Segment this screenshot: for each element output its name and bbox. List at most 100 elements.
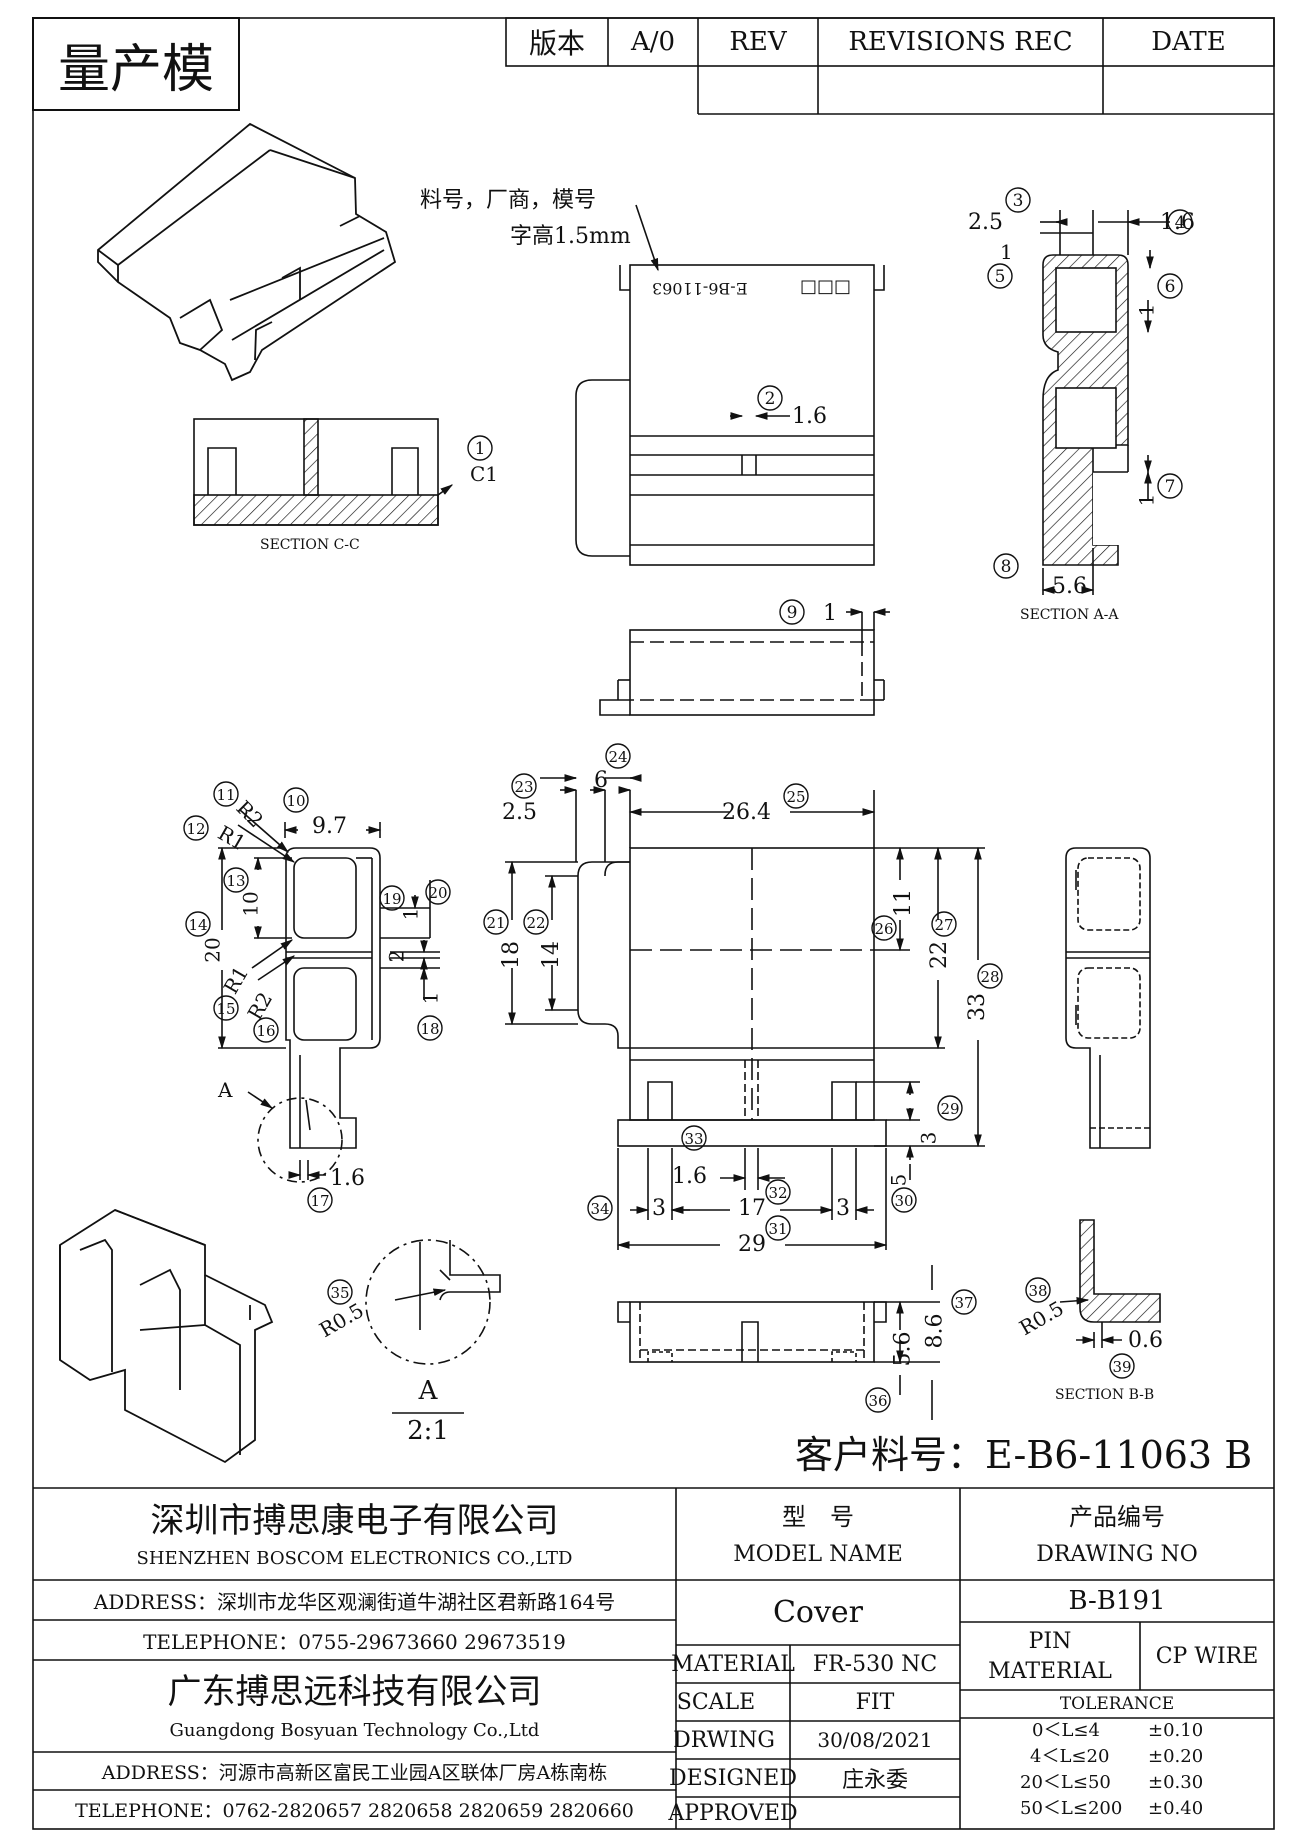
balloon-number: 23 bbox=[514, 778, 533, 796]
balloon-number: 1 bbox=[475, 439, 486, 459]
tolerance-range: 4＜L≤20 bbox=[1030, 1746, 1110, 1767]
balloon-circle bbox=[1157, 473, 1183, 499]
main-view bbox=[505, 774, 985, 1250]
stage-label: 量产模 bbox=[57, 39, 214, 100]
dim-main-18: 18 bbox=[499, 941, 524, 969]
balloon-circle bbox=[283, 787, 309, 813]
dim-main-3-right: 3 bbox=[916, 1131, 941, 1145]
dim-left-1-upper: 1 bbox=[398, 907, 423, 921]
company2-name-en: Guangdong Bosyuan Technology Co.,Ltd bbox=[169, 1719, 540, 1741]
balloon-number: 19 bbox=[382, 890, 401, 908]
pin-material-line1: PIN bbox=[1028, 1628, 1072, 1654]
dim-main-26-4: 26.4 bbox=[722, 800, 771, 825]
detail-scale: 2:1 bbox=[407, 1416, 449, 1446]
engraved-boxes: □□□ bbox=[800, 276, 852, 297]
dim-top-groove: 1.6 bbox=[792, 404, 827, 429]
top-view bbox=[575, 204, 885, 566]
company2-name-cn: 广东搏思远科技有限公司 bbox=[167, 1671, 542, 1712]
section-cc-label: SECTION C-C bbox=[260, 537, 360, 553]
balloon-number: 26 bbox=[874, 920, 893, 938]
balloon-circle bbox=[183, 815, 209, 841]
isometric-view-bottom bbox=[59, 1208, 274, 1464]
scale-value: FIT bbox=[855, 1689, 895, 1715]
balloon-circle bbox=[765, 1179, 791, 1205]
side-profile-view bbox=[218, 809, 440, 1183]
balloon-circle bbox=[605, 743, 631, 769]
balloon-circle bbox=[987, 263, 1013, 289]
balloon-number: 29 bbox=[940, 1100, 959, 1118]
balloon-circle bbox=[1025, 1277, 1051, 1303]
balloon-circle bbox=[1157, 273, 1183, 299]
drawing-date-label: DRWING bbox=[673, 1727, 775, 1753]
dim-left-10: 10 bbox=[238, 891, 263, 917]
balloon-number: 8 bbox=[1001, 557, 1012, 577]
marking-note-line1: 料号，厂商，模号 bbox=[420, 188, 597, 213]
dim-left-9-7: 9.7 bbox=[312, 814, 347, 839]
company2-telephone: TELEPHONE：0762-2820657 2820658 2820659 2… bbox=[75, 1800, 634, 1822]
engraved-part-number: E-B6-11063 bbox=[652, 279, 748, 298]
tolerance-range: 20＜L≤50 bbox=[1020, 1772, 1111, 1793]
balloon-number: 9 bbox=[787, 603, 798, 623]
balloon-number: 15 bbox=[216, 1000, 235, 1018]
balloon-circle bbox=[891, 1187, 917, 1213]
front-view bbox=[599, 608, 890, 716]
balloon-number: 16 bbox=[256, 1022, 275, 1040]
dim-main-6: 6 bbox=[594, 768, 608, 793]
dim-rail-1: 1 bbox=[823, 601, 837, 626]
tolerance-range: 0＜L≤4 bbox=[1032, 1720, 1100, 1741]
designed-value: 庄永委 bbox=[841, 1768, 908, 1793]
revision-header bbox=[505, 17, 1275, 67]
balloon-circle bbox=[937, 1095, 963, 1121]
balloon-circle bbox=[511, 773, 537, 799]
balloon-circle bbox=[977, 963, 1003, 989]
dim-aa-1-6: 1.6 bbox=[1160, 210, 1195, 235]
tolerance-value: ±0.40 bbox=[1148, 1798, 1204, 1819]
balloon-number: 25 bbox=[786, 788, 805, 806]
dim-left-2: 2 bbox=[384, 949, 409, 963]
pin-material-line2: MATERIAL bbox=[988, 1658, 1112, 1684]
dim-main-22: 22 bbox=[927, 941, 952, 969]
dim-aa-1-right: 1 bbox=[1134, 303, 1159, 317]
dim-aa-5-6: 5.6 bbox=[1052, 574, 1087, 599]
balloon-number: 39 bbox=[1112, 1358, 1131, 1376]
detail-pointer: A bbox=[218, 1078, 233, 1102]
dim-bottom-5-6: 5.6 bbox=[890, 1331, 916, 1367]
company1-telephone: TELEPHONE：0755-29673660 29673519 bbox=[143, 1629, 566, 1654]
side-view-right bbox=[1065, 847, 1151, 1149]
balloon-circle bbox=[417, 1015, 443, 1041]
dim-left-1-6: 1.6 bbox=[330, 1166, 365, 1191]
balloon-number: 30 bbox=[894, 1192, 913, 1210]
tolerance-value: ±0.10 bbox=[1148, 1720, 1204, 1741]
balloon-circle bbox=[379, 885, 405, 911]
model-value: Cover bbox=[772, 1595, 864, 1630]
tolerance-value: ±0.30 bbox=[1148, 1772, 1204, 1793]
material-value: FR-530 NC bbox=[812, 1651, 938, 1677]
balloon-number: 3 bbox=[1013, 191, 1024, 211]
balloon-circle bbox=[993, 553, 1019, 579]
balloon-number: 10 bbox=[286, 792, 305, 810]
dim-main-33: 33 bbox=[965, 993, 990, 1021]
balloon-number: 32 bbox=[768, 1184, 787, 1202]
tolerance-label: TOLERANCE bbox=[1059, 1694, 1175, 1714]
balloon-number: 17 bbox=[310, 1192, 329, 1210]
dim-main-2-5: 2.5 bbox=[502, 800, 537, 825]
balloon-circle bbox=[765, 1215, 791, 1241]
balloon-number: 24 bbox=[608, 748, 627, 766]
drawing-label-cn: 产品编号 bbox=[1069, 1502, 1165, 1531]
model-label-en: MODEL NAME bbox=[733, 1541, 903, 1567]
balloon-circle bbox=[253, 1017, 279, 1043]
dim-left-1-lower: 1 bbox=[418, 991, 443, 1005]
balloon-number: 21 bbox=[486, 914, 505, 932]
balloon-number: 31 bbox=[768, 1220, 787, 1238]
version-label: 版本 bbox=[528, 27, 585, 60]
designed-label: DESIGNED bbox=[669, 1765, 797, 1791]
approved-label: APPROVED bbox=[668, 1800, 798, 1826]
balloon-number: 4 bbox=[1175, 213, 1186, 233]
company2-address: ADDRESS：河源市高新区富民工业园A区联体厂房A栋南栋 bbox=[101, 1761, 608, 1784]
marking-note-line2: 字高1.5mm bbox=[510, 224, 631, 249]
balloon-circle bbox=[523, 909, 549, 935]
company1-name-en: SHENZHEN BOSCOM ELECTRONICS CO.,LTD bbox=[136, 1547, 573, 1569]
dim-main-14: 14 bbox=[539, 941, 564, 969]
